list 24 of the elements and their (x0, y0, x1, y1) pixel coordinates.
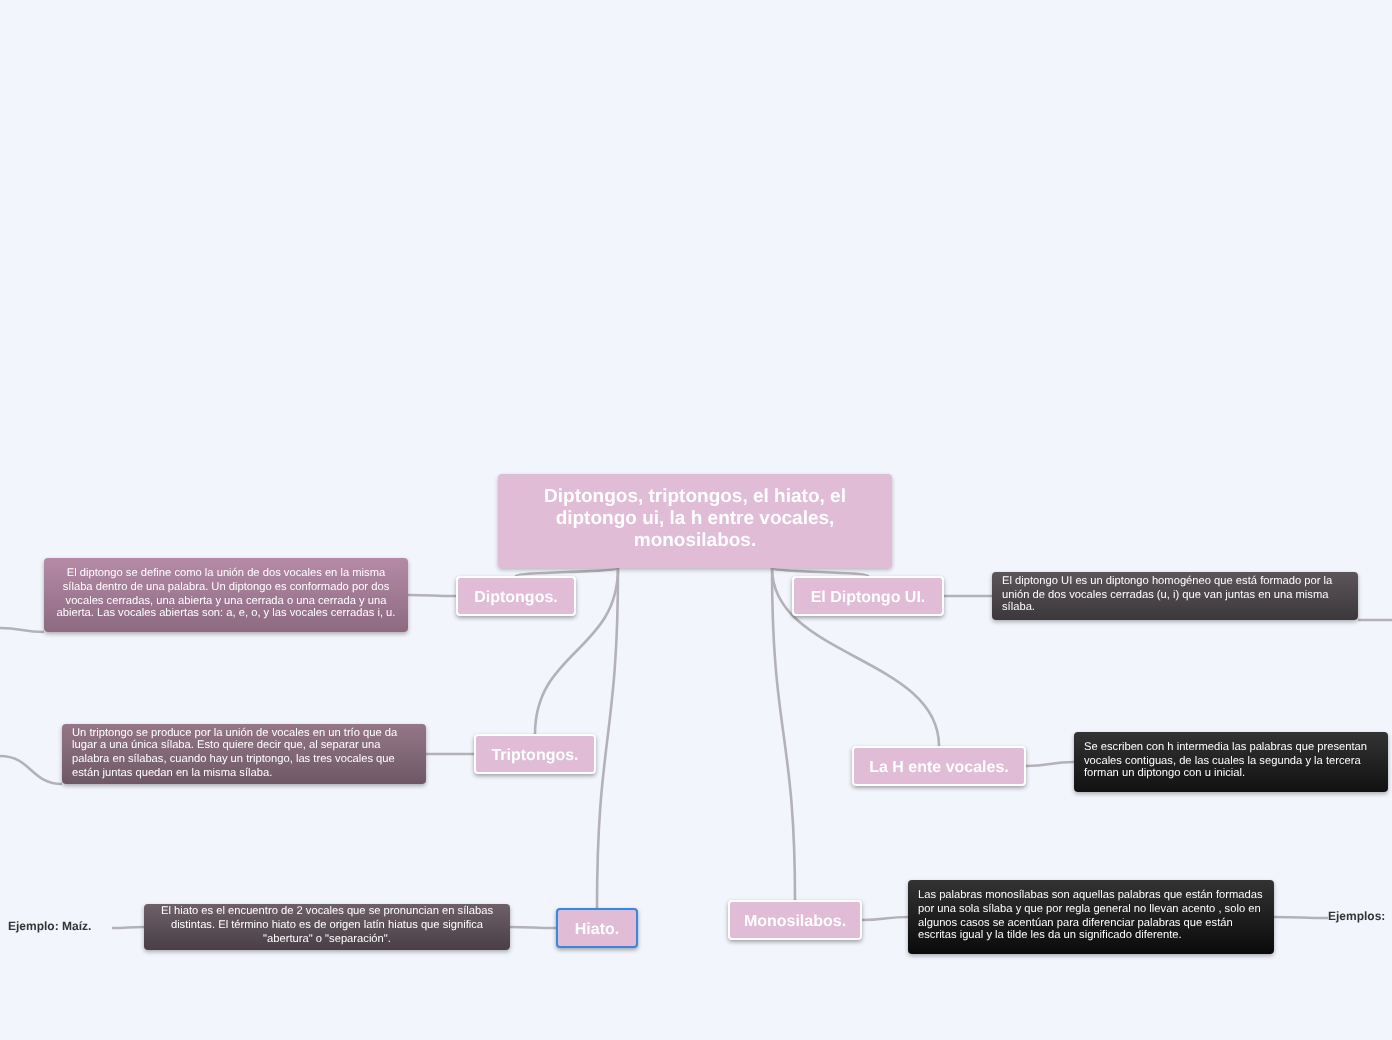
connector-line (862, 915, 908, 922)
connector-line (0, 754, 63, 786)
connector-line (515, 566, 619, 578)
topic-box: Triptongos. (474, 734, 596, 774)
connector-line (1274, 915, 1328, 920)
topic-box: Hiato. (556, 908, 638, 948)
connector-line (770, 568, 797, 900)
topic-box: Monosilabos. (728, 900, 862, 940)
connector-line (944, 594, 992, 598)
connector-line (510, 925, 556, 930)
topic-box: La H ente vocales. (852, 746, 1026, 786)
connector-line (112, 925, 144, 930)
connector-line (0, 626, 45, 634)
connector-line (770, 567, 941, 747)
topic-box: Diptongos. (456, 576, 576, 616)
connector-line (771, 566, 869, 578)
connector-line (408, 593, 456, 598)
connector-line (595, 568, 620, 908)
connector-line (1358, 618, 1392, 622)
connector-line (533, 567, 620, 735)
connector-line (426, 752, 474, 756)
topic-box: El Diptongo UI. (792, 576, 944, 616)
connector-line (1026, 760, 1074, 768)
central-topic: Diptongos, triptongos, el hiato, el diptongo ui, la h entre vocales, monosilabos. (498, 474, 892, 568)
